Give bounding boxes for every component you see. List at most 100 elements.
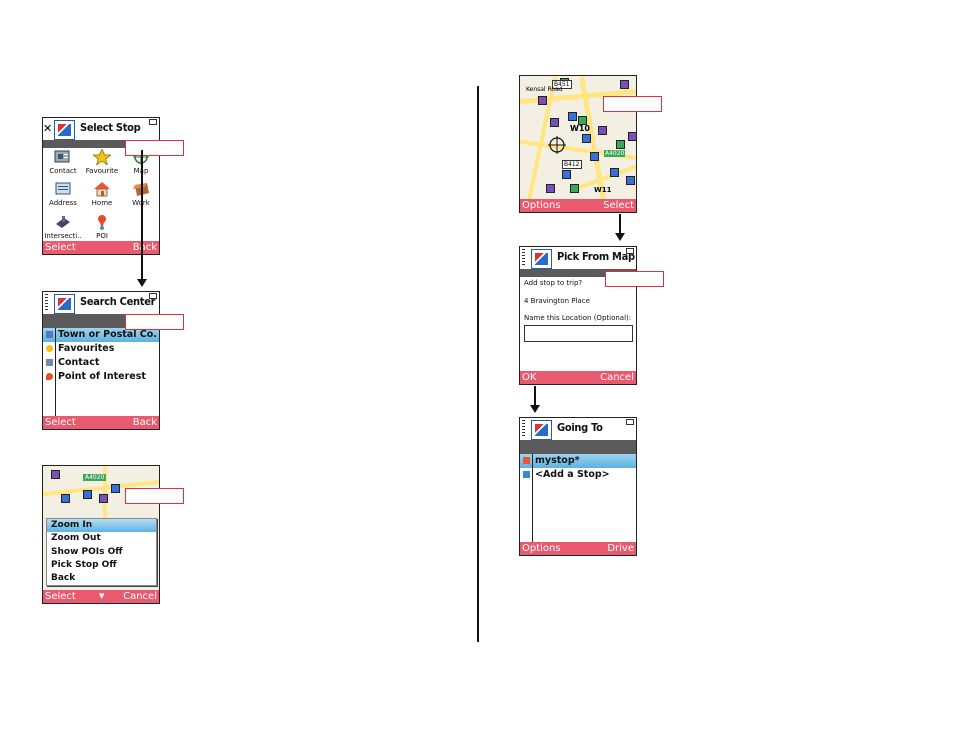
title-bar: Pick From Map [520, 247, 636, 269]
softkey-bar: Select ▼ Cancel [43, 590, 159, 603]
intersection-icon [56, 216, 70, 228]
map-road-label: A4020 [604, 150, 626, 157]
map-road-label: B412 [562, 160, 582, 169]
list-item[interactable]: Point of Interest [43, 370, 159, 384]
softkey-options[interactable]: Options [522, 200, 561, 211]
grid-item-label: Favourite [85, 167, 119, 175]
title-separator [520, 269, 636, 277]
prompt-text: Add stop to trip? [524, 279, 583, 287]
flow-arrow [530, 386, 540, 413]
name-field-label: Name this Location (Optional): [524, 314, 632, 322]
menu-item[interactable]: Pick Stop Off [51, 559, 117, 570]
grid-item-intersection[interactable]: Intersecti.. [43, 214, 83, 240]
screen-title: Select Stop [80, 121, 141, 134]
contact-card-icon [46, 359, 53, 366]
softkey-select[interactable]: Select [45, 417, 76, 428]
flow-arrow [615, 214, 625, 241]
menu-item[interactable]: Show POIs Off [51, 546, 123, 557]
list-item[interactable]: Favourites [43, 342, 159, 356]
softkey-select[interactable]: Select [603, 200, 634, 211]
town-icon [46, 331, 53, 338]
softkey-back[interactable]: Back [132, 242, 157, 253]
map-district-label: W11 [594, 186, 612, 194]
grid-item-label: Work [132, 199, 150, 207]
list-item[interactable]: Contact [43, 356, 159, 370]
app-logo-icon [531, 249, 552, 269]
flow-arrow [137, 150, 147, 287]
mail-icon [149, 119, 157, 125]
grid-item-label: Address [49, 199, 77, 207]
grid-item-label: Home [91, 199, 113, 207]
list-item[interactable]: Town or Postal Co. [43, 328, 159, 342]
map-district-label: W10 [570, 124, 590, 133]
map-street-label: Kensal Road [526, 86, 563, 93]
softkey-cancel[interactable]: Cancel [123, 591, 157, 602]
poi-pin-icon [98, 215, 106, 230]
grid-item-home[interactable]: Home [82, 181, 122, 207]
house-icon [94, 182, 110, 197]
softkey-options[interactable]: Options [522, 543, 561, 554]
signal-strength-icon [522, 249, 525, 265]
signal-strength-icon [45, 294, 48, 310]
address-book-icon [55, 182, 71, 195]
title-separator [43, 140, 159, 148]
grid-item-label: Intersecti.. [44, 232, 82, 240]
title-bar: ✕ Select Stop [43, 118, 159, 140]
callout-box [125, 314, 184, 330]
softkey-select[interactable]: Select [45, 591, 76, 602]
star-icon [93, 149, 111, 165]
softkey-bar: Select Back [43, 241, 159, 254]
column-divider [477, 86, 479, 642]
app-logo-icon [54, 294, 75, 314]
map-canvas[interactable]: B451 Kensal Road W10 B412 W11 A4020 [520, 76, 636, 199]
add-stop-icon [523, 471, 530, 478]
callout-box [603, 96, 662, 112]
app-logo-icon [531, 420, 552, 440]
going-to-screen: Going To mystop* <Add a Stop> Options Dr… [519, 417, 637, 556]
softkey-back[interactable]: Back [132, 417, 157, 428]
softkey-cancel[interactable]: Cancel [600, 372, 634, 383]
softkey-bar: Options Select [520, 199, 636, 212]
signal-strength-icon [522, 420, 525, 436]
softkey-select[interactable]: Select [45, 242, 76, 253]
grid-item-address[interactable]: Address [43, 181, 83, 207]
scroll-down-icon: ▼ [99, 592, 105, 600]
map-menu-screen: A4020 Zoom In Zoom Out Show POIs Off Pic… [42, 465, 160, 604]
screen-title: Pick From Map [557, 250, 635, 263]
mail-icon [149, 293, 157, 299]
search-center-list: Town or Postal Co. Favourites Contact Po… [43, 328, 159, 384]
close-icon[interactable]: ✕ [43, 122, 53, 135]
search-center-screen: Search Center Town or Postal Co. Favouri… [42, 291, 160, 430]
location-name-input[interactable] [524, 325, 633, 342]
softkey-bar: Select Back [43, 416, 159, 429]
callout-box [125, 140, 184, 156]
grid-item-favourite[interactable]: Favourite [82, 149, 122, 175]
crosshair-icon [548, 136, 566, 154]
softkey-ok[interactable]: OK [522, 372, 537, 383]
scrollbar[interactable] [55, 328, 56, 416]
options-menu: Zoom In Zoom Out Show POIs Off Pick Stop… [46, 518, 157, 587]
contact-card-icon [54, 150, 70, 163]
list-item[interactable]: <Add a Stop> [520, 468, 636, 482]
title-bar: Search Center [43, 292, 159, 314]
softkey-drive[interactable]: Drive [607, 543, 634, 554]
grid-item-contact[interactable]: Contact [43, 149, 83, 175]
map-road-label: B451 [552, 80, 572, 89]
menu-item[interactable]: Back [51, 573, 76, 584]
menu-item[interactable]: Zoom In [47, 519, 156, 533]
title-bar: Going To [520, 418, 636, 440]
grid-item-label: POI [96, 232, 108, 240]
screen-title: Search Center [80, 295, 156, 308]
grid-item-poi[interactable]: POI [82, 214, 122, 240]
callout-box [125, 488, 184, 504]
trip-stop-list: mystop* <Add a Stop> [520, 454, 636, 482]
scrollbar[interactable] [532, 454, 533, 542]
poi-pin-icon [46, 373, 53, 380]
grid-item-label: Contact [49, 167, 77, 175]
star-icon [46, 345, 53, 352]
flag-icon [523, 457, 530, 464]
menu-item[interactable]: Zoom Out [51, 533, 101, 544]
list-item[interactable]: mystop* [520, 454, 636, 468]
softkey-bar: OK Cancel [520, 371, 636, 384]
title-separator [520, 440, 636, 454]
